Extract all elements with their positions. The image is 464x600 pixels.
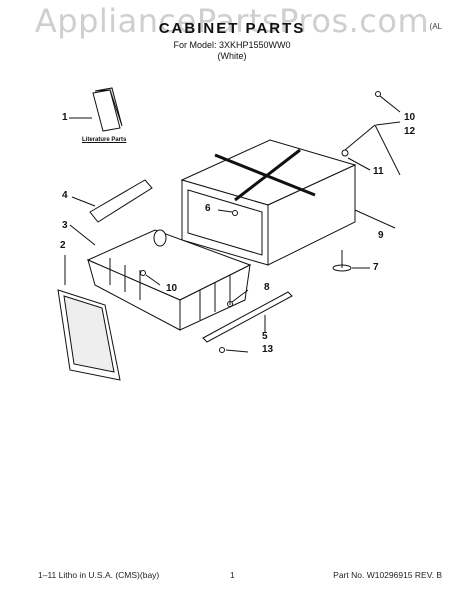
callout-11: 11 <box>373 166 384 177</box>
control-panel <box>71 179 153 223</box>
callout-13: 13 <box>262 344 274 355</box>
part-number: Part No. W10296915 REV. B <box>333 570 442 580</box>
slide-rail <box>202 291 293 343</box>
callout-9: 9 <box>378 230 384 241</box>
callout-3: 3 <box>62 220 68 231</box>
callout-8: 8 <box>264 282 270 293</box>
callout-6: 6 <box>205 203 211 214</box>
callout-10-top: 10 <box>404 112 416 123</box>
callout-1: 1 <box>62 112 68 123</box>
fasteners <box>140 91 401 353</box>
literature-parts-label: Literature Parts <box>82 137 127 143</box>
callout-7: 7 <box>373 262 379 273</box>
litho-text: 1–11 Litho in U.S.A. (CMS)(bay) <box>38 570 160 580</box>
model-line: For Model: 3XKHP1550WW0 <box>173 40 291 50</box>
watermark: AppliancePartsPros.com <box>34 2 430 40</box>
callout-12: 12 <box>404 126 416 137</box>
page-title: CABINET PARTS <box>158 20 306 37</box>
drawer-tub <box>69 224 252 331</box>
drawer-front <box>57 255 121 381</box>
page-number: 1 <box>230 570 235 580</box>
cabinet-box <box>180 139 396 266</box>
corner-text: (AL <box>429 22 442 31</box>
literature-booklet <box>69 87 123 132</box>
color-line: (White) <box>217 51 247 61</box>
callout-5: 5 <box>262 331 268 342</box>
model-subtitle: For Model: 3XKHP1550WW0 (White) <box>0 40 464 62</box>
callout-10-tub: 10 <box>166 283 178 294</box>
leveling-leg <box>332 250 370 272</box>
callout-4: 4 <box>62 190 68 201</box>
callout-2: 2 <box>60 240 66 251</box>
